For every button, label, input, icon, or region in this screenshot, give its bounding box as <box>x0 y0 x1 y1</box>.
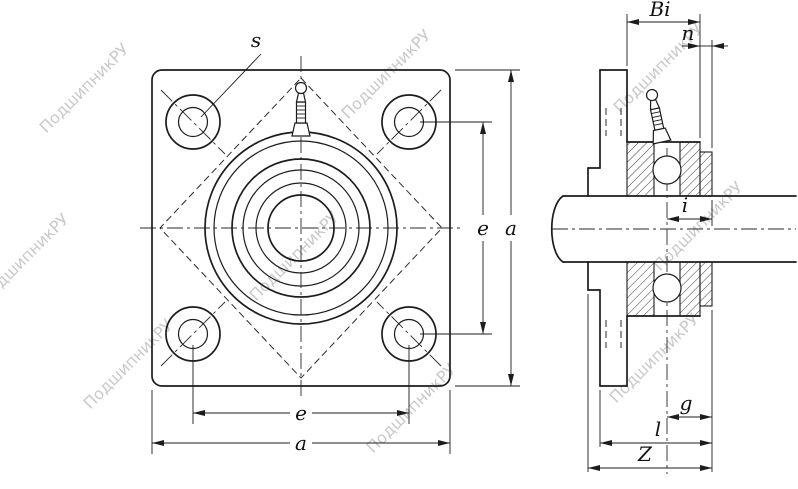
ball-bottom <box>652 273 682 303</box>
dimension-label-s: s <box>251 28 261 52</box>
dimension-l: l <box>599 390 712 447</box>
watermark-text: ПодшипникРУ <box>246 207 343 304</box>
dimension-label-a-right: a <box>505 216 517 240</box>
dimension-n: n <box>682 21 728 148</box>
dimension-label-n: n <box>682 21 695 45</box>
bearing-section-top <box>626 141 713 197</box>
front-view: s e a e <box>140 28 522 456</box>
dimension-e-bottom: e <box>192 345 410 426</box>
dimension-label-Z: Z <box>637 442 653 466</box>
grease-fitting-front <box>291 81 311 137</box>
dimension-label-Bi: Bi <box>648 0 670 21</box>
dimension-a-bottom: a <box>151 390 451 456</box>
ball-top <box>652 155 682 185</box>
dimension-label-e-right: e <box>477 216 489 240</box>
watermark-text: ПодшипникРУ <box>36 39 133 136</box>
watermark-text: ПодшипникРУ <box>0 209 73 306</box>
dimension-label-e-bottom: e <box>295 401 307 425</box>
flange-plate-section <box>587 69 628 387</box>
flange-outline <box>151 69 451 387</box>
dimension-label-g: g <box>680 391 693 415</box>
bearing-section-bottom <box>626 261 713 317</box>
grease-fitting-side <box>645 88 672 145</box>
dimension-Z: Z <box>587 294 712 472</box>
watermark-text: ПодшипникРУ <box>363 359 460 456</box>
dimension-g: g <box>667 310 713 472</box>
bolt-hole-top-left <box>160 89 226 155</box>
dimension-label-l: l <box>655 417 661 441</box>
watermark-layer: ПодшипникРУ ПодшипникРУ ПодшипникРУ Подш… <box>0 19 747 456</box>
side-view: Bi n i g l <box>550 0 797 474</box>
dimension-a-right: a <box>455 69 522 387</box>
dimension-label-a-bottom: a <box>295 431 307 455</box>
dimension-label-i: i <box>682 193 688 217</box>
dimension-Bi: Bi <box>626 0 701 138</box>
hidden-chamfer-outline <box>159 77 443 379</box>
watermark-text: ПодшипникРУ <box>80 315 177 412</box>
leader-line-s <box>200 53 262 118</box>
dimension-e-right: e <box>420 121 494 335</box>
dimension-i: i <box>667 193 713 226</box>
